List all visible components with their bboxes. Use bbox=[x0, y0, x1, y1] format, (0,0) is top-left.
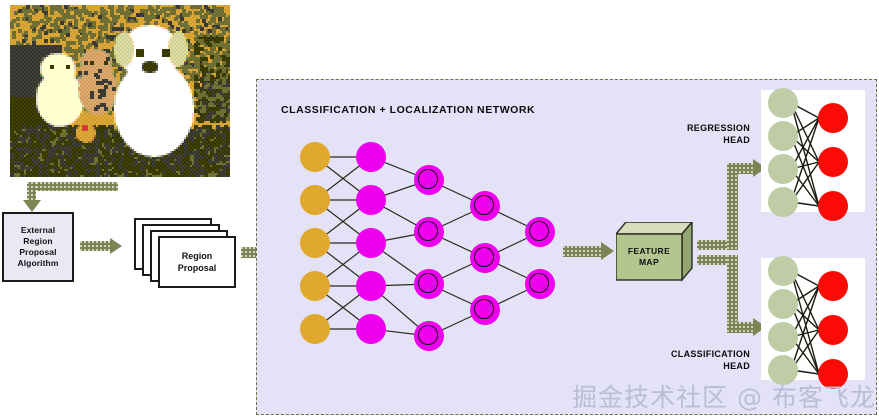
output-layer-node bbox=[525, 217, 555, 247]
hidden-layer-1-node bbox=[356, 142, 386, 172]
region-proposal-label: Region Proposal bbox=[178, 250, 217, 274]
arrow-network-to-featuremap-shaft bbox=[563, 246, 601, 257]
hidden-layer-1-node bbox=[356, 314, 386, 344]
arrow-branch-lower-stub bbox=[697, 255, 731, 265]
arrow-classification-horizontal bbox=[727, 322, 753, 333]
source-image bbox=[10, 5, 230, 177]
hidden-layer-1-node bbox=[356, 271, 386, 301]
node-inner-ring bbox=[529, 221, 549, 241]
arrow-regression-vertical bbox=[727, 163, 738, 250]
classification-head-label: CLASSIFICATION HEAD bbox=[628, 348, 750, 372]
hidden-layer-2-node bbox=[414, 165, 444, 195]
source-image-canvas bbox=[10, 5, 230, 177]
input-layer-node bbox=[300, 271, 330, 301]
input-layer-node bbox=[300, 142, 330, 172]
hidden-layer-3-node bbox=[470, 191, 500, 221]
classification-head-input-node bbox=[768, 256, 798, 286]
node-inner-ring bbox=[474, 247, 494, 267]
regression-head-input-node bbox=[768, 187, 798, 217]
feature-map-box: FEATURE MAP bbox=[616, 222, 692, 280]
hidden-layer-3-node bbox=[470, 243, 500, 273]
node-inner-ring bbox=[474, 195, 494, 215]
panel-title: CLASSIFICATION + LOCALIZATION NETWORK bbox=[281, 104, 535, 116]
node-inner-ring bbox=[418, 221, 438, 241]
regression-head-output-node bbox=[818, 147, 848, 177]
node-inner-ring bbox=[529, 273, 549, 293]
input-layer-node bbox=[300, 228, 330, 258]
region-proposal-card-front: Region Proposal bbox=[158, 236, 236, 288]
arrow-photo-to-external-segment-h bbox=[36, 182, 118, 191]
regression-head-input-node bbox=[768, 88, 798, 118]
hidden-layer-2-node bbox=[414, 217, 444, 247]
classification-head-input-node bbox=[768, 289, 798, 319]
arrow-external-to-region-shaft bbox=[80, 241, 110, 251]
classification-head-input-node bbox=[768, 322, 798, 352]
arrow-branch-upper-stub bbox=[697, 240, 731, 250]
external-region-proposal-box: External Region Proposal Algorithm bbox=[2, 212, 74, 282]
hidden-layer-2-node bbox=[414, 269, 444, 299]
output-layer-node bbox=[525, 269, 555, 299]
feature-map-label: FEATURE MAP bbox=[616, 246, 682, 268]
node-inner-ring bbox=[418, 169, 438, 189]
regression-head-output-node bbox=[818, 103, 848, 133]
node-inner-ring bbox=[418, 325, 438, 345]
arrow-photo-to-external-segment-v bbox=[27, 182, 36, 202]
hidden-layer-3-node bbox=[470, 295, 500, 325]
regression-head-input-node bbox=[768, 121, 798, 151]
arrow-regression-horizontal bbox=[727, 163, 753, 174]
node-inner-ring bbox=[474, 299, 494, 319]
watermark-text: 掘金技术社区 @ 布客飞龙 bbox=[572, 378, 876, 414]
input-layer-node bbox=[300, 314, 330, 344]
hidden-layer-2-node bbox=[414, 321, 444, 351]
external-region-proposal-label: External Region Proposal Algorithm bbox=[17, 225, 58, 269]
regression-head-label: REGRESSION HEAD bbox=[640, 122, 750, 146]
node-inner-ring bbox=[418, 273, 438, 293]
arrow-network-to-featuremap-head bbox=[601, 242, 614, 260]
classification-head-output-node bbox=[818, 271, 848, 301]
arrow-photo-to-external-head bbox=[23, 200, 41, 212]
region-proposal-stack: Region Proposal bbox=[134, 218, 240, 290]
regression-head-input-node bbox=[768, 154, 798, 184]
input-layer-node bbox=[300, 185, 330, 215]
hidden-layer-1-node bbox=[356, 185, 386, 215]
classification-head-output-node bbox=[818, 315, 848, 345]
hidden-layer-1-node bbox=[356, 228, 386, 258]
regression-head-output-node bbox=[818, 191, 848, 221]
arrow-external-to-region-head bbox=[110, 238, 122, 254]
